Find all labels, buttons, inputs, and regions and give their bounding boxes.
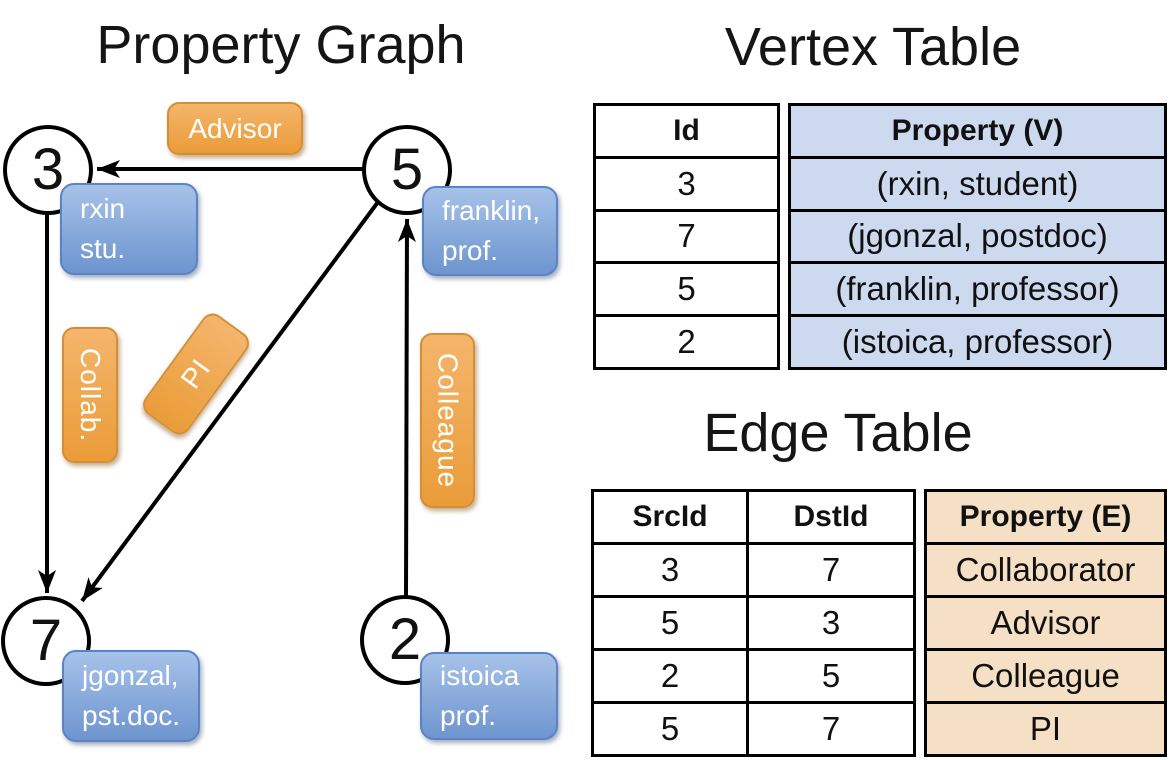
edge-table-header-property: Property (E) [927,492,1164,542]
edge-table-cell-dstid: 7 [821,551,841,588]
edge-table-header-srcid: SrcId [594,492,749,542]
vertex-table-header-id: Id [673,113,700,147]
edge-table-cell-property: Advisor [927,598,1164,648]
vertex-property-line: rxin [80,193,126,225]
vertex-table-cell-property: (franklin, professor) [791,264,1164,315]
vertex-table-cell-id: 5 [677,270,696,308]
edge-label-text: Colleague [432,352,464,489]
node-id-label: 3 [31,137,65,202]
vertex-table-cell-id: 7 [677,217,696,255]
vertex-property-line: prof. [440,700,497,731]
vertex-property-box-istoica: istoica prof. [420,652,558,740]
edge-table-cell-srcid: 3 [594,545,749,595]
edge-table-cell-property: Colleague [927,651,1164,701]
vertex-property-line: pst.doc. [82,700,181,731]
node-id-label: 5 [390,137,424,202]
edge-table: SrcId DstId 3 7 5 3 2 5 5 7 Property (E)… [591,489,1167,757]
vertex-table-id-column: Id 3 7 5 2 [593,103,780,370]
vertex-table-cell-property: (rxin, student) [791,158,1164,209]
vertex-table-cell-id: 3 [677,164,696,202]
edge-table-ids-columns: SrcId DstId 3 7 5 3 2 5 5 7 [591,489,916,757]
vertex-property-box-franklin: franklin, prof. [422,186,558,276]
graph-edges-layer [38,160,416,603]
edge-table-property-column: Property (E) Collaborator Advisor Collea… [924,489,1167,757]
vertex-table-cell-property: (istoica, professor) [791,317,1164,367]
edge-table-cell-srcid: 2 [594,651,749,701]
vertex-table-property-column: Property (V) (rxin, student) (jgonzal, p… [788,103,1167,370]
edge-label-colleague: Colleague [420,333,475,508]
edge-label-text: Collab. [75,347,106,443]
edge-label-text: Advisor [188,112,282,144]
vertex-table-header-property: Property (V) [791,106,1164,156]
edge-table-cell-dstid: 7 [821,710,841,747]
edge-table-cell-srcid: 5 [594,598,749,648]
edge-table-cell-dstid: 5 [821,657,841,694]
graph-node-2: 2 [360,595,450,685]
edge-table-cell-srcid: 5 [594,704,749,754]
graph-node-5: 5 [362,125,452,215]
edge-table-cell-property: PI [927,704,1164,754]
vertex-property-line: prof. [442,235,499,266]
edge-pi-5-to-7 [80,200,380,603]
edge-table-cell-property: Collaborator [927,545,1164,595]
vertex-table: Id 3 7 5 2 Property (V) (rxin, student) … [593,103,1167,370]
edge-table-header-dstid: DstId [793,500,869,533]
edge-table-title: Edge Table [703,403,973,463]
vertex-property-line: jgonzal, [82,660,179,692]
vertex-property-box-rxin: rxin stu. [60,183,198,275]
property-graph-title: Property Graph [96,15,466,75]
edge-table-cell-dstid: 3 [821,604,841,641]
edge-label-collab: Collab. [62,327,118,463]
node-id-label: 7 [29,608,63,673]
vertex-property-box-jgonzal: jgonzal, pst.doc. [62,650,200,742]
edge-label-advisor: Advisor [167,102,303,155]
vertex-property-line: franklin, [442,195,541,227]
vertex-property-line: istoica [440,660,520,692]
node-id-label: 2 [388,607,422,672]
vertex-table-cell-id: 2 [677,323,696,361]
edge-colleague-2-to-5 [397,218,416,598]
vertex-property-line: stu. [80,233,126,264]
vertex-table-title: Vertex Table [724,17,1022,77]
vertex-table-cell-property: (jgonzal, postdoc) [791,211,1164,262]
